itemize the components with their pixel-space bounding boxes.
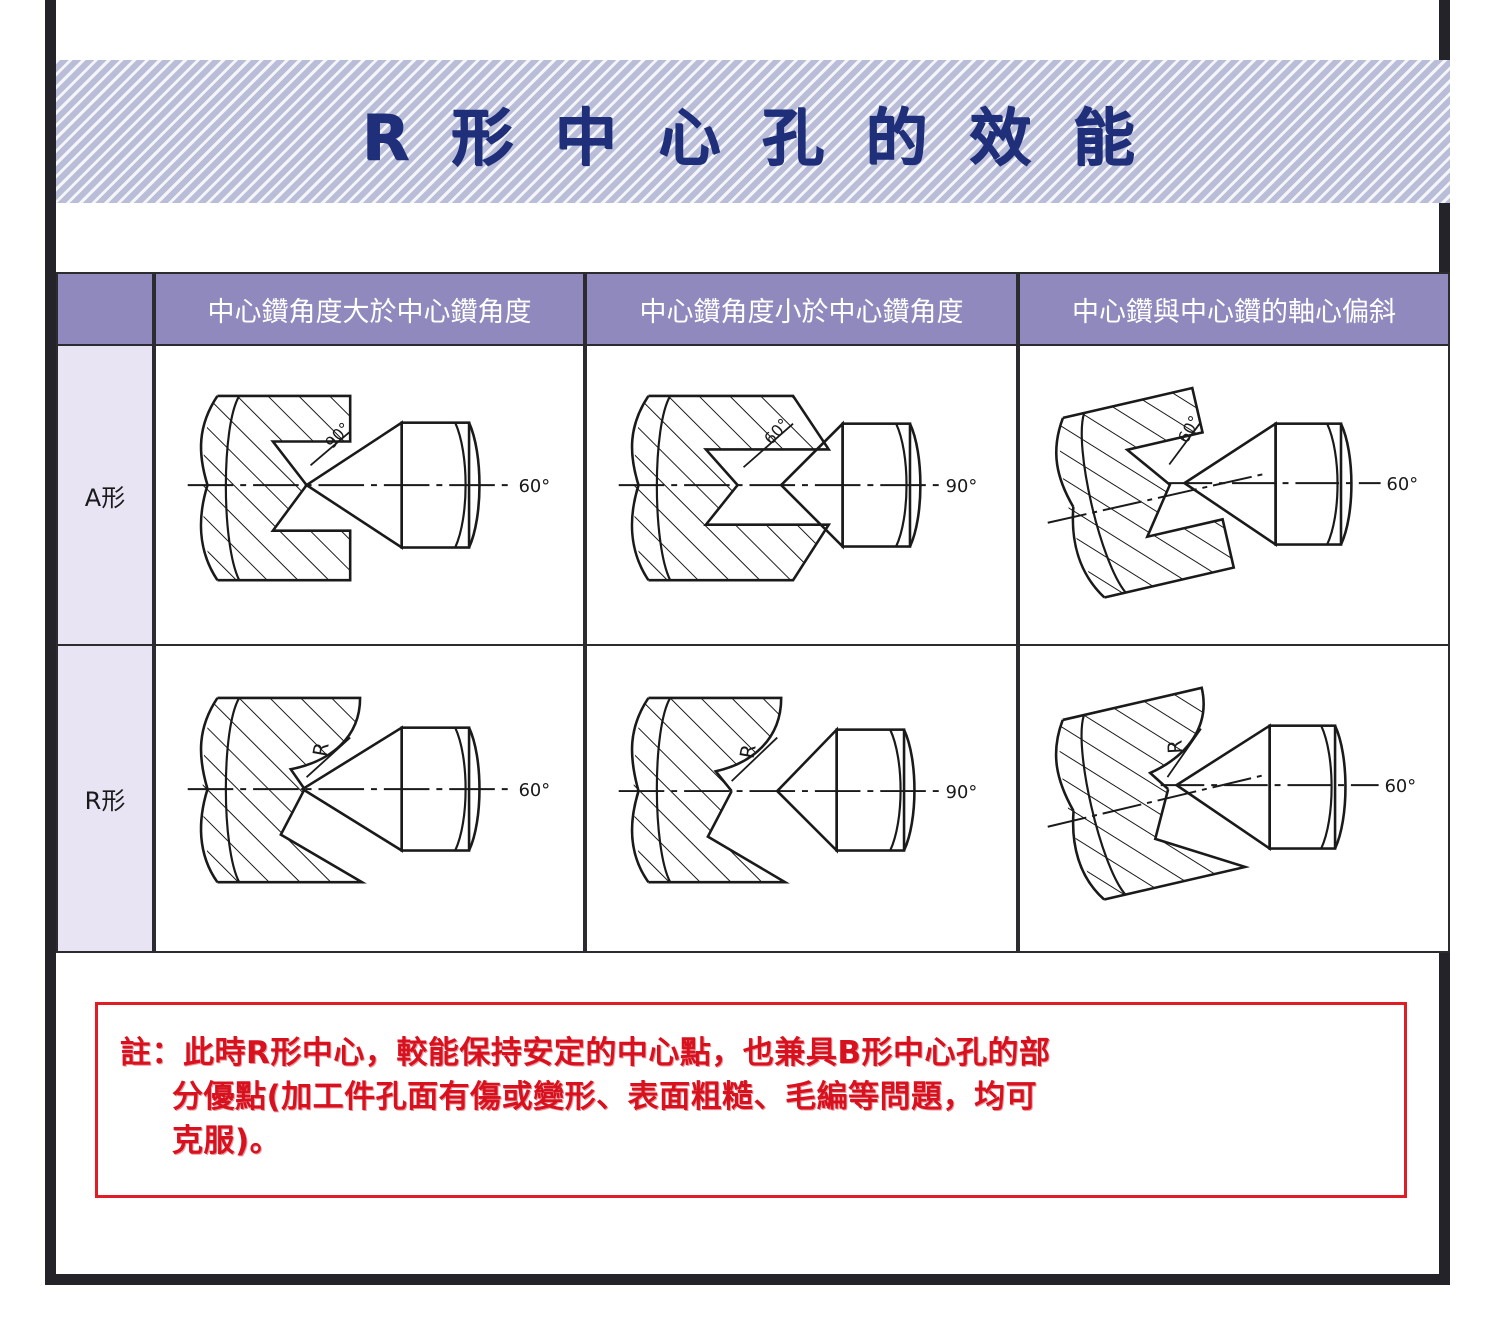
note-line-1: 註：此時R形中心，較能保持安定的中心點，也兼具B形中心孔的部: [120, 1035, 1051, 1071]
svg-text:90°: 90°: [946, 782, 978, 803]
header-corner-cell: [56, 272, 154, 346]
title-banner: R 形 中 心 孔 的 效 能: [56, 60, 1450, 203]
header-col-1: 中心鑽角度大於中心鑽角度: [154, 272, 585, 346]
svg-text:60°: 60°: [1387, 474, 1419, 495]
svg-text:R: R: [736, 742, 761, 760]
diagram-a-2: 60° 90°: [585, 346, 1018, 646]
diagram-r-3: R 60°: [1018, 646, 1450, 953]
diagram-r-2: R 90°: [585, 646, 1018, 953]
svg-text:90°: 90°: [946, 476, 978, 497]
note-text: 註：此時R形中心，較能保持安定的中心點，也兼具B形中心孔的部 分優點(加工件孔面…: [120, 1031, 1382, 1163]
comparison-table: 中心鑽角度大於中心鑽角度 中心鑽角度小於中心鑽角度 中心鑽與中心鑽的軸心偏斜 A…: [56, 272, 1450, 953]
note-line-3: 克服)。: [172, 1123, 282, 1160]
table-header-row: 中心鑽角度大於中心鑽角度 中心鑽角度小於中心鑽角度 中心鑽與中心鑽的軸心偏斜: [56, 272, 1450, 346]
page-title: R 形 中 心 孔 的 效 能: [361, 100, 1145, 174]
row-label-r: R形: [56, 646, 154, 953]
diagram-a-1: 90° 60°: [154, 346, 585, 646]
row-label-a: A形: [56, 346, 154, 646]
diagram-a-3: 60° 60°: [1018, 346, 1450, 646]
diagram-r-1: R 60°: [154, 646, 585, 953]
header-col-3: 中心鑽與中心鑽的軸心偏斜: [1018, 272, 1450, 346]
note-box: 註：此時R形中心，較能保持安定的中心點，也兼具B形中心孔的部 分優點(加工件孔面…: [95, 1002, 1407, 1198]
header-col-2: 中心鑽角度小於中心鑽角度: [585, 272, 1018, 346]
svg-text:R: R: [309, 740, 334, 758]
svg-text:60°: 60°: [519, 780, 551, 801]
note-line-2: 分優點(加工件孔面有傷或變形、表面粗糙、毛編等問題，均可: [172, 1079, 1038, 1116]
svg-text:R: R: [1164, 739, 1188, 754]
svg-text:60°: 60°: [1385, 776, 1417, 797]
svg-text:60°: 60°: [519, 476, 551, 497]
